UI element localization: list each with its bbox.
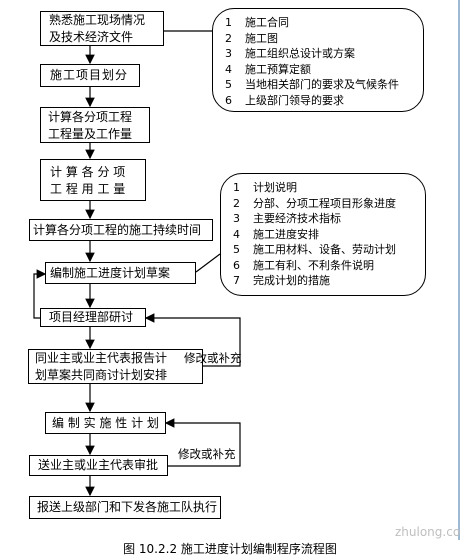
note-draft-item: 3 主要经济技术指标 <box>233 211 417 227</box>
note-draft-num: 2 <box>233 196 240 210</box>
note-inputs-item: 2 施工图 <box>225 31 415 47</box>
note-inputs-text: 施工预算定额 <box>245 62 311 76</box>
note-draft-item: 5 施工用材料、设备、劳动计划 <box>233 242 417 258</box>
step-calc-labor-line2: 工 程 用 工 量 <box>50 182 126 196</box>
revise-label-2: 修改或补充 <box>178 447 236 461</box>
step-calc-quantities-line2: 工程量及工作量 <box>48 127 133 141</box>
step-pm-review: 项目经理部研讨 <box>40 308 146 327</box>
figure-caption: 图 10.2.2 施工进度计划编制程序流程图 <box>123 542 337 556</box>
note-inputs-item: 3 施工组织总设计或方案 <box>225 46 415 62</box>
note-inputs-text: 施工图 <box>245 31 278 45</box>
note-draft-num: 5 <box>233 243 240 256</box>
step-report-owner-line2: 划草案共同商讨计划安排 <box>35 368 168 382</box>
diagram-frame <box>458 0 460 540</box>
step-report-and-issue-label: 报送上级部门和下发各施工队执行 <box>37 500 218 514</box>
note-draft-text: 施工进度安排 <box>253 227 319 241</box>
step-report-owner-line1: 同业主或业主代表报告计 <box>35 351 168 365</box>
note-inputs: 1 施工合同 2 施工图 3 施工组织总设计或方案 4 施工预算定额 5 当地相关部门的要… <box>212 8 424 112</box>
step-calc-labor-line1: 计 算 各 分 项 <box>50 165 126 179</box>
note-draft-text: 分部、分项工程项目形象进度 <box>253 196 396 210</box>
note-inputs-num: 3 <box>225 47 232 60</box>
step-calc-duration: 计算各分项工程的施工持续时间 <box>29 219 213 241</box>
note2-connector <box>195 253 221 273</box>
note-inputs-text: 施工组织总设计或方案 <box>245 47 355 60</box>
step-calc-quantities-line1: 计算各分项工程 <box>48 110 133 124</box>
step-divide-items: 施工项目划分 <box>40 64 140 87</box>
loop-back-left <box>33 269 47 319</box>
step-familiarize-site: 熟悉施工现场情况 及技术经济文件 <box>40 11 164 46</box>
note-inputs-num: 1 <box>225 16 232 29</box>
feedback-revise-1 <box>144 313 241 367</box>
note-draft-item: 7 完成计划的措施 <box>233 273 417 289</box>
step-calc-labor: 计 算 各 分 项 工 程 用 工 量 <box>40 159 146 201</box>
watermark: zhulong.com <box>395 525 460 539</box>
note-draft-text: 计划说明 <box>253 181 297 194</box>
step-pm-review-label: 项目经理部研讨 <box>49 310 134 324</box>
step-report-owner: 同业主或业主代表报告计 划草案共同商讨计划安排 <box>28 349 203 384</box>
step-draft-schedule-label: 编制施工进度计划草案 <box>50 266 171 280</box>
note-inputs-text: 施工合同 <box>245 16 289 29</box>
revise-label-1: 修改或补充 <box>184 351 242 365</box>
step-calc-quantities: 计算各分项工程 工程量及工作量 <box>40 107 150 143</box>
step-report-and-issue: 报送上级部门和下发各施工队执行 <box>29 496 221 519</box>
step-familiarize-site-line1: 熟悉施工现场情况 <box>49 13 146 27</box>
note-draft-text: 施工有利、不利条件说明 <box>253 258 374 272</box>
step-implementation-plan-label: 编 制 实 施 性 计 划 <box>52 416 159 430</box>
note-inputs-item: 5 当地相关部门的要求及气候条件 <box>225 77 415 93</box>
step-owner-approval: 送业主或业主代表审批 <box>29 455 168 476</box>
note-inputs-item: 6 上级部门领导的要求 <box>225 93 415 109</box>
note-inputs-num: 5 <box>225 78 232 91</box>
note-draft-text: 主要经济技术指标 <box>253 212 341 225</box>
note-draft-num: 6 <box>233 258 240 272</box>
step-implementation-plan: 编 制 实 施 性 计 划 <box>45 412 166 434</box>
note-inputs-num: 4 <box>225 62 232 76</box>
note-draft-item: 4 施工进度安排 <box>233 227 417 243</box>
note-draft-item: 2 分部、分项工程项目形象进度 <box>233 196 417 212</box>
step-owner-approval-label: 送业主或业主代表审批 <box>38 458 159 472</box>
note-inputs-item: 1 施工合同 <box>225 15 415 31</box>
step-draft-schedule: 编制施工进度计划草案 <box>45 262 196 284</box>
note-draft-num: 4 <box>233 227 240 241</box>
note-inputs-item: 4 施工预算定额 <box>225 62 415 78</box>
note-draft-num: 3 <box>233 212 240 225</box>
note-draft-item: 6 施工有利、不利条件说明 <box>233 258 417 274</box>
note-draft-contents: 1 计划说明 2 分部、分项工程项目形象进度 3 主要经济技术指标 4 施工进度安排 5… <box>220 173 426 296</box>
note-draft-text: 施工用材料、设备、劳动计划 <box>253 243 396 256</box>
note-inputs-num: 6 <box>225 93 232 107</box>
note-draft-item: 1 计划说明 <box>233 180 417 196</box>
note-draft-num: 1 <box>233 181 240 194</box>
note-draft-num: 7 <box>233 274 240 287</box>
note-inputs-text: 当地相关部门的要求及气候条件 <box>245 78 399 91</box>
step-familiarize-site-line2: 及技术经济文件 <box>49 30 134 44</box>
note-draft-text: 完成计划的措施 <box>253 274 330 287</box>
note-inputs-num: 2 <box>225 31 232 45</box>
note-inputs-text: 上级部门领导的要求 <box>245 93 344 107</box>
step-calc-duration-label: 计算各分项工程的施工持续时间 <box>33 223 202 237</box>
step-divide-items-label: 施工项目划分 <box>50 68 129 82</box>
feedback-revise-2 <box>164 418 241 467</box>
